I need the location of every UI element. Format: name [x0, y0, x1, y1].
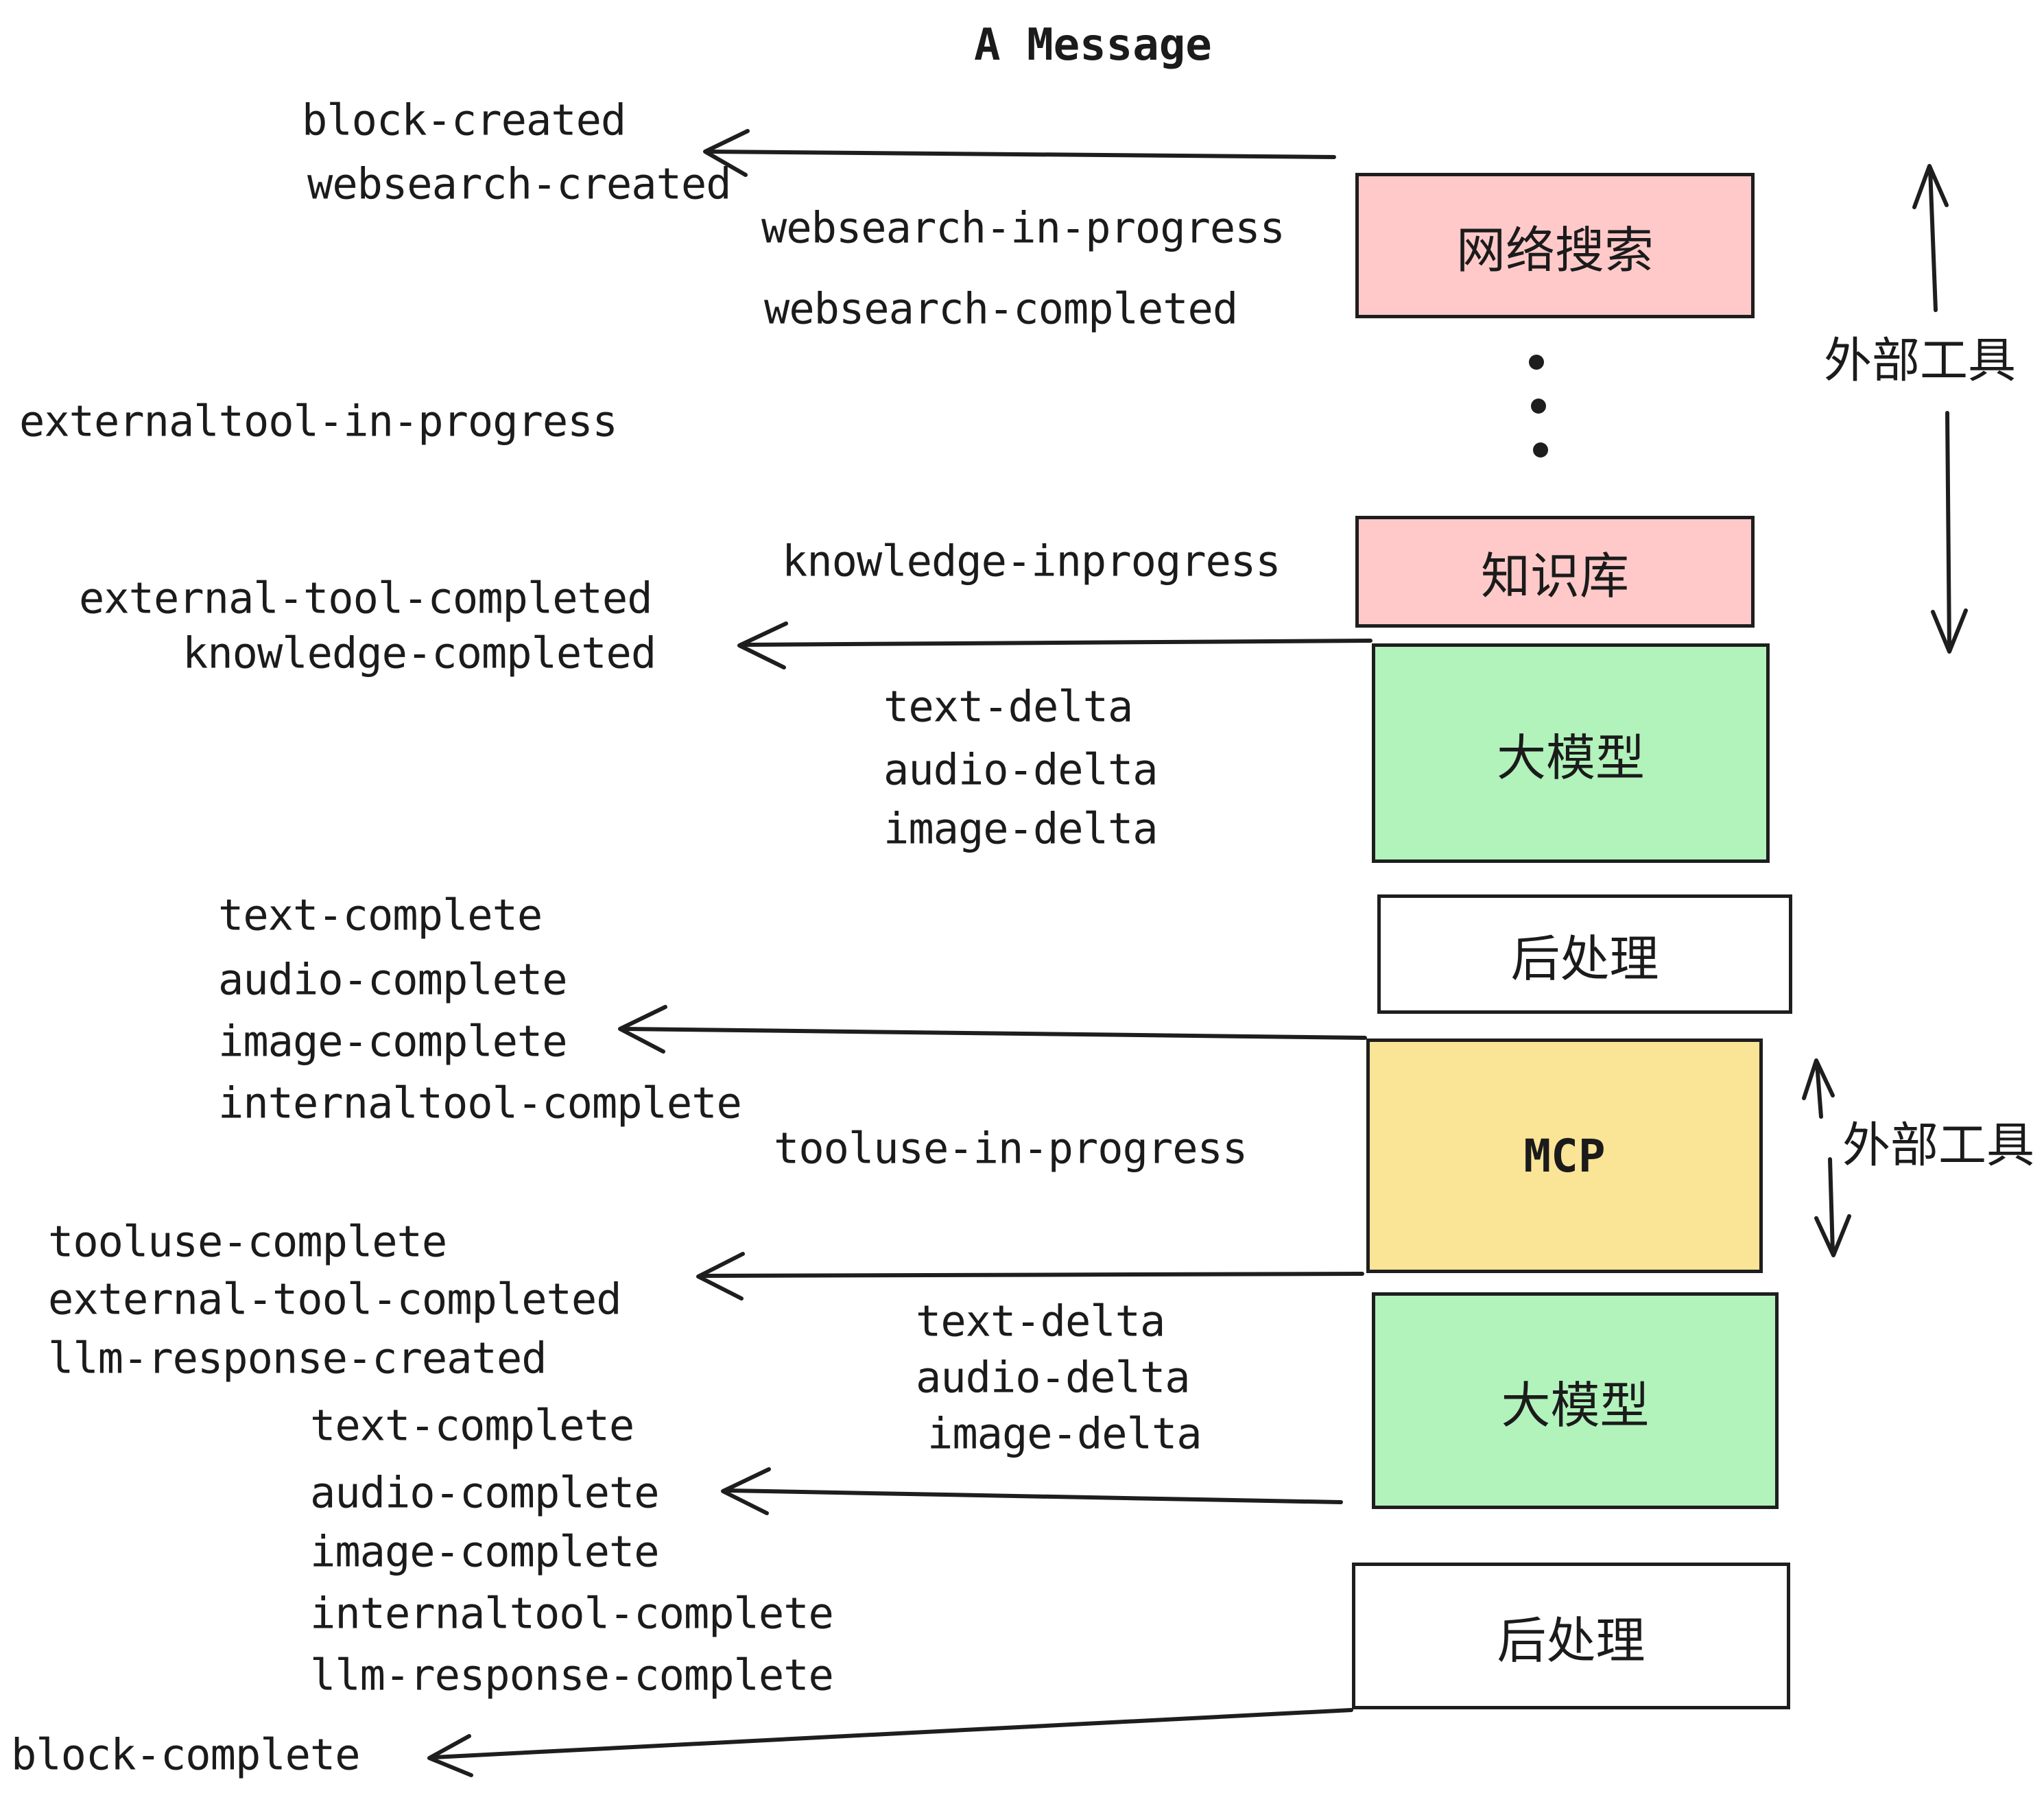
- ellipsis-dots: [1529, 355, 1548, 458]
- box-websearch-label: 网络搜索: [1455, 221, 1654, 279]
- external-tools-span-arrow-top: [1912, 164, 1968, 654]
- external-tools-annotation-top: 外部工具: [1824, 332, 2016, 389]
- box-llm-1-label: 大模型: [1496, 728, 1645, 787]
- box-postprocess-2: 后处理: [1352, 1563, 1790, 1709]
- arrow-to-tooluse-complete: [696, 1252, 1364, 1301]
- event-label-knowledge-completed: knowledge-completed: [182, 628, 656, 678]
- event-label-tooluse-complete: tooluse-complete: [48, 1216, 447, 1267]
- event-label-audio-complete-1: audio-complete: [218, 954, 568, 1005]
- arrow-to-block-created: [703, 129, 1336, 177]
- external-tools-span-arrow-mcp: [1802, 1058, 1851, 1257]
- event-label-externaltool-in-progress: externaltool-in-progress: [19, 396, 618, 447]
- box-postprocess-1: 后处理: [1377, 894, 1792, 1014]
- event-label-image-delta-1: image-delta: [883, 803, 1158, 854]
- box-knowledge: 知识库: [1355, 516, 1755, 628]
- event-label-audio-delta-1: audio-delta: [883, 744, 1158, 795]
- box-mcp-label: MCP: [1523, 1129, 1606, 1183]
- arrow-to-image-complete: [618, 1005, 1367, 1054]
- event-label-text-complete-2: text-complete: [310, 1400, 634, 1451]
- event-label-text-delta-2: text-delta: [916, 1296, 1165, 1346]
- event-label-text-delta-1: text-delta: [883, 681, 1133, 732]
- box-llm-1: 大模型: [1372, 643, 1770, 863]
- event-label-audio-delta-2: audio-delta: [916, 1352, 1191, 1403]
- arrow-to-block-complete: [427, 1708, 1353, 1777]
- event-label-external-tool-completed-1: external-tool-completed: [79, 573, 653, 624]
- event-label-knowledge-inprogress: knowledge-inprogress: [782, 536, 1281, 586]
- event-label-image-complete-1: image-complete: [218, 1016, 568, 1067]
- box-knowledge-label: 知识库: [1480, 547, 1629, 605]
- event-label-image-complete-2: image-complete: [310, 1526, 660, 1577]
- box-postprocess-2-label: 后处理: [1497, 1611, 1645, 1670]
- event-label-websearch-created: websearch-created: [307, 158, 732, 209]
- arrow-to-audio-complete: [721, 1467, 1343, 1515]
- box-postprocess-1-label: 后处理: [1510, 929, 1659, 988]
- page-title: A Message: [974, 20, 1212, 71]
- event-label-llm-response-complete: llm-response-complete: [310, 1650, 834, 1700]
- event-label-text-complete-1: text-complete: [218, 890, 543, 940]
- event-label-tooluse-in-progress: tooluse-in-progress: [774, 1123, 1248, 1174]
- event-label-internaltool-complete-1: internaltool-complete: [218, 1078, 742, 1128]
- box-llm-2-label: 大模型: [1501, 1376, 1650, 1434]
- event-label-internaltool-complete-2: internaltool-complete: [310, 1588, 834, 1639]
- event-label-llm-response-created: llm-response-created: [48, 1333, 547, 1384]
- event-label-external-tool-completed-2: external-tool-completed: [48, 1274, 622, 1325]
- box-mcp: MCP: [1366, 1039, 1763, 1273]
- event-label-audio-complete-2: audio-complete: [310, 1467, 660, 1518]
- arrow-to-knowledge-completed: [737, 621, 1372, 669]
- external-tools-annotation-mcp: 外部工具: [1842, 1117, 2034, 1174]
- box-llm-2: 大模型: [1372, 1292, 1779, 1509]
- event-label-websearch-completed: websearch-completed: [764, 283, 1238, 334]
- event-label-image-delta-2: image-delta: [927, 1408, 1202, 1459]
- event-label-block-complete: block-complete: [11, 1729, 361, 1780]
- event-label-websearch-in-progress: websearch-in-progress: [761, 202, 1285, 253]
- box-websearch: 网络搜索: [1355, 173, 1755, 318]
- event-label-block-created: block-created: [302, 95, 626, 145]
